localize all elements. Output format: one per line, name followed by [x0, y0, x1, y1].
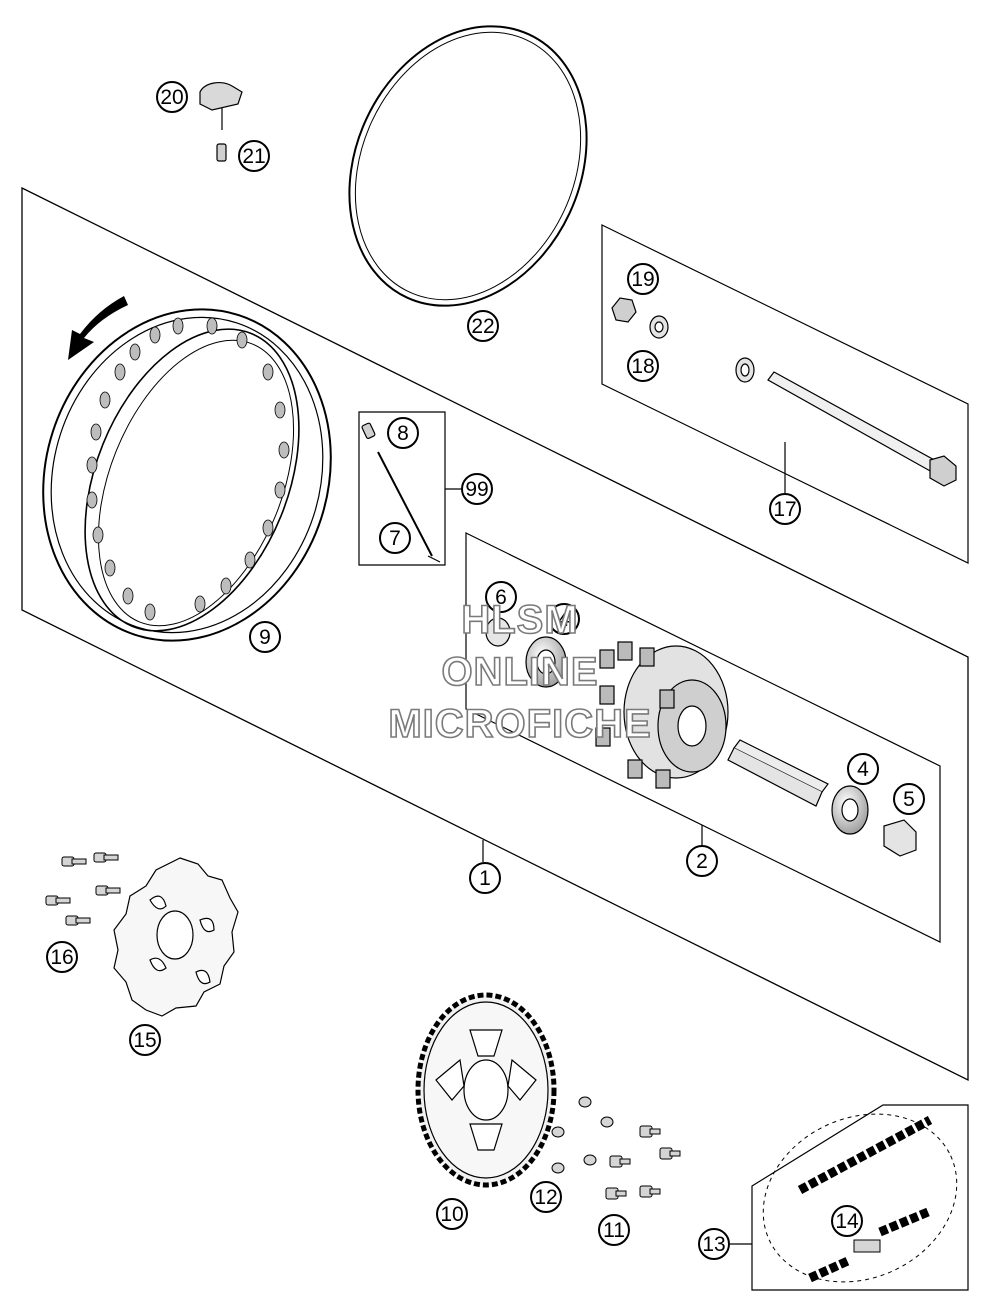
- callout-9[interactable]: 9: [249, 621, 281, 653]
- callout-2[interactable]: 2: [686, 845, 718, 877]
- callout-14[interactable]: 14: [831, 1205, 863, 1237]
- sprocket-bolts-part: [551, 1096, 681, 1200]
- spoke-group-frame: [358, 411, 446, 566]
- callout-4-bearing[interactable]: 4: [847, 753, 879, 785]
- callout-6[interactable]: 6: [485, 581, 517, 613]
- leader-lines: [445, 442, 786, 1245]
- hub-parts: [485, 617, 917, 857]
- callout-15[interactable]: 15: [129, 1024, 161, 1056]
- axle-parts: [611, 297, 957, 487]
- callout-7[interactable]: 7: [379, 522, 411, 554]
- callout-20[interactable]: 20: [156, 81, 188, 113]
- callout-17[interactable]: 17: [769, 493, 801, 525]
- callout-21[interactable]: 21: [238, 140, 270, 172]
- brake-disc-part: [113, 857, 239, 1017]
- callout-5[interactable]: 5: [893, 783, 925, 815]
- callout-8[interactable]: 8: [387, 417, 419, 449]
- callout-18[interactable]: 18: [627, 350, 659, 382]
- callout-99[interactable]: 99: [461, 473, 493, 505]
- chain-part: [762, 1113, 958, 1283]
- wheel-assembly-frame: [21, 186, 969, 1082]
- spoke-parts: [361, 422, 441, 563]
- rotation-arrow: [68, 296, 128, 360]
- callout-22[interactable]: 22: [467, 310, 499, 342]
- rim-part: [42, 308, 332, 642]
- callout-13[interactable]: 13: [698, 1228, 730, 1260]
- disc-bolts-part: [45, 852, 121, 926]
- callout-12[interactable]: 12: [530, 1181, 562, 1213]
- sprocket-part: [415, 992, 557, 1188]
- callout-4-inner[interactable]: 4: [548, 603, 580, 635]
- axle-group-frame: [601, 224, 969, 564]
- valve-parts: [199, 82, 243, 162]
- chain-group-frame: [751, 1104, 969, 1291]
- callout-10[interactable]: 10: [436, 1198, 468, 1230]
- callout-16[interactable]: 16: [46, 941, 78, 973]
- callout-1[interactable]: 1: [469, 862, 501, 894]
- hub-assembly-frame: [465, 532, 941, 943]
- callout-19[interactable]: 19: [627, 263, 659, 295]
- callout-11[interactable]: 11: [598, 1214, 630, 1246]
- rim-tape-part: [348, 25, 588, 307]
